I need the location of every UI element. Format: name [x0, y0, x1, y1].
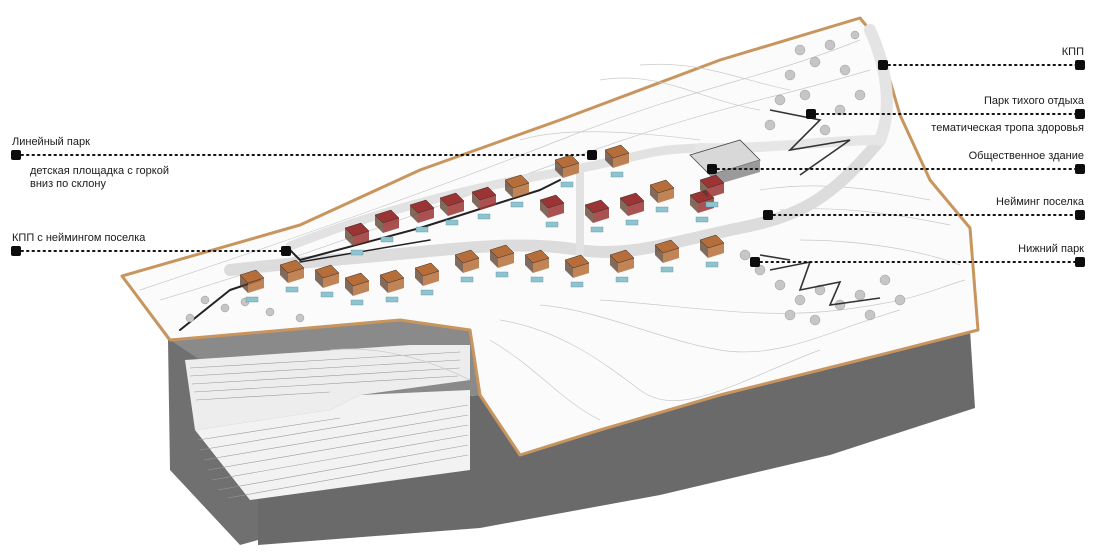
label-lower-park-title: Нижний парк	[1018, 243, 1084, 255]
houses-red-group	[344, 174, 725, 256]
leader-lines	[15, 64, 1081, 263]
house-brown	[699, 234, 725, 268]
house-brown	[504, 174, 530, 208]
house-red	[471, 186, 497, 220]
house-brown	[379, 269, 405, 303]
house-red	[699, 174, 725, 208]
marker-linear-park	[11, 150, 21, 160]
marker-quiet-park	[1075, 109, 1085, 119]
label-linear-park-line-2: вниз по склону	[30, 178, 106, 190]
house-brown	[344, 272, 370, 306]
label-quiet-park-line-1: тематическая тропа здоровья	[931, 122, 1084, 134]
house-brown	[454, 249, 480, 283]
house-brown	[604, 144, 630, 178]
label-kpp-title: КПП	[1061, 46, 1084, 58]
house-red	[409, 199, 435, 233]
house-brown	[649, 179, 675, 213]
house-brown	[489, 244, 515, 278]
house-red	[539, 194, 565, 228]
house-brown	[554, 154, 580, 188]
houses-brown-group	[239, 144, 725, 306]
house-brown	[609, 249, 635, 283]
house-red	[584, 199, 610, 233]
tree-clusters	[185, 30, 906, 326]
label-linear-park-title: Линейный парк	[12, 136, 90, 148]
house-brown	[279, 259, 305, 293]
label-linear-park-line-1: детская площадка с горкой	[30, 165, 169, 177]
house-brown	[564, 254, 590, 288]
marker-public-building	[1075, 164, 1085, 174]
house-brown	[314, 264, 340, 298]
house-red	[344, 222, 370, 256]
terrain-section	[122, 278, 975, 545]
house-brown	[414, 262, 440, 296]
house-red	[439, 192, 465, 226]
label-public-building-title: Общественное здание	[968, 150, 1084, 162]
site-boundary	[120, 16, 980, 457]
house-red	[374, 209, 400, 243]
marker-kpp-naming	[11, 246, 21, 256]
house-brown	[654, 239, 680, 273]
leader-points	[281, 60, 888, 267]
marker-kpp	[1075, 60, 1085, 70]
marker-lower-park	[1075, 257, 1085, 267]
label-village-naming-title: Нейминг поселка	[996, 196, 1084, 208]
paths	[759, 109, 881, 306]
marker-village-naming	[1075, 210, 1085, 220]
house-brown	[524, 249, 550, 283]
house-red	[619, 192, 645, 226]
house-brown	[239, 269, 265, 303]
label-quiet-park-title: Парк тихого отдыха	[984, 95, 1084, 107]
label-kpp-naming-title: КПП с неймингом поселка	[12, 232, 146, 244]
